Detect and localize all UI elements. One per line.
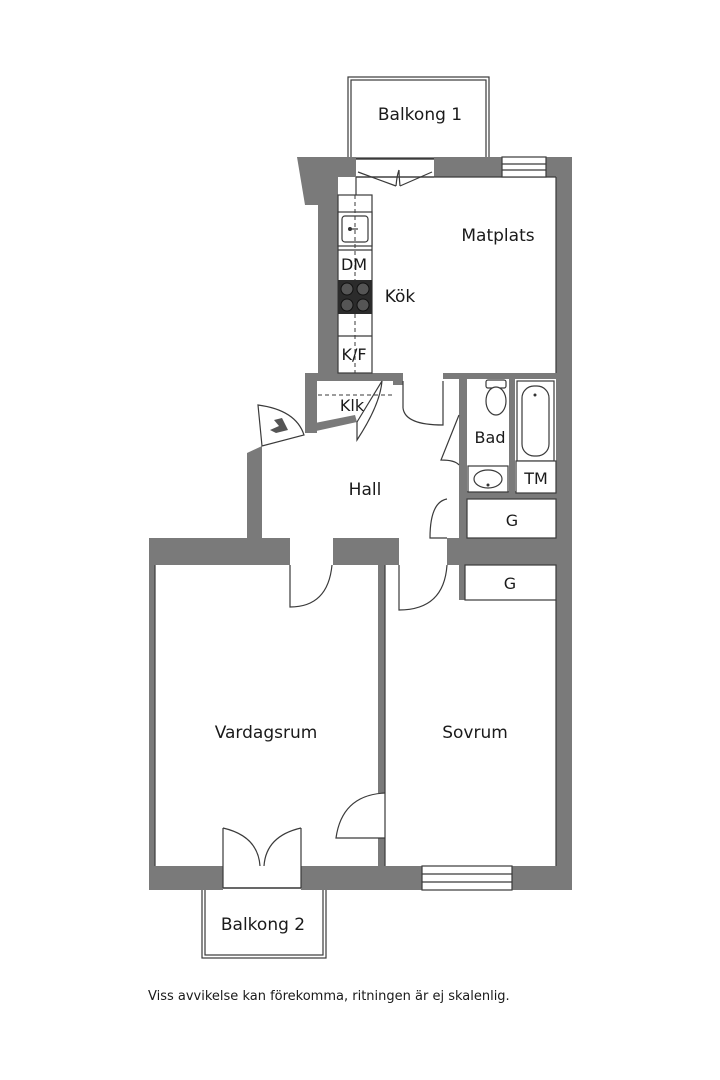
label-dm: DM xyxy=(341,255,367,274)
label-sovrum: Sovrum xyxy=(442,723,508,743)
bathroom-fixtures xyxy=(467,379,557,494)
label-balkong-1: Balkong 1 xyxy=(378,105,462,125)
label-g-upper: G xyxy=(506,511,518,530)
label-balkong-2: Balkong 2 xyxy=(221,915,305,935)
label-g-lower: G xyxy=(504,574,516,593)
label-bad: Bad xyxy=(475,428,506,447)
balkong-1-door xyxy=(356,158,434,187)
windows xyxy=(421,156,547,891)
balkong-2 xyxy=(201,887,327,959)
label-tm: TM xyxy=(523,469,548,488)
kitchen-counter xyxy=(337,194,373,374)
walls xyxy=(149,157,572,890)
label-matplats: Matplats xyxy=(461,226,534,246)
disclaimer-note: Viss avvikelse kan förekomma, ritningen … xyxy=(148,989,510,1004)
label-vardagsrum: Vardagsrum xyxy=(215,723,318,743)
doors xyxy=(257,380,460,839)
label-klk: Klk xyxy=(340,396,365,415)
label-kok: Kök xyxy=(385,287,416,307)
label-hall: Hall xyxy=(349,480,382,500)
label-kf: K/F xyxy=(341,345,366,364)
balkong-1 xyxy=(347,76,490,160)
balkong-2-door xyxy=(222,827,302,889)
